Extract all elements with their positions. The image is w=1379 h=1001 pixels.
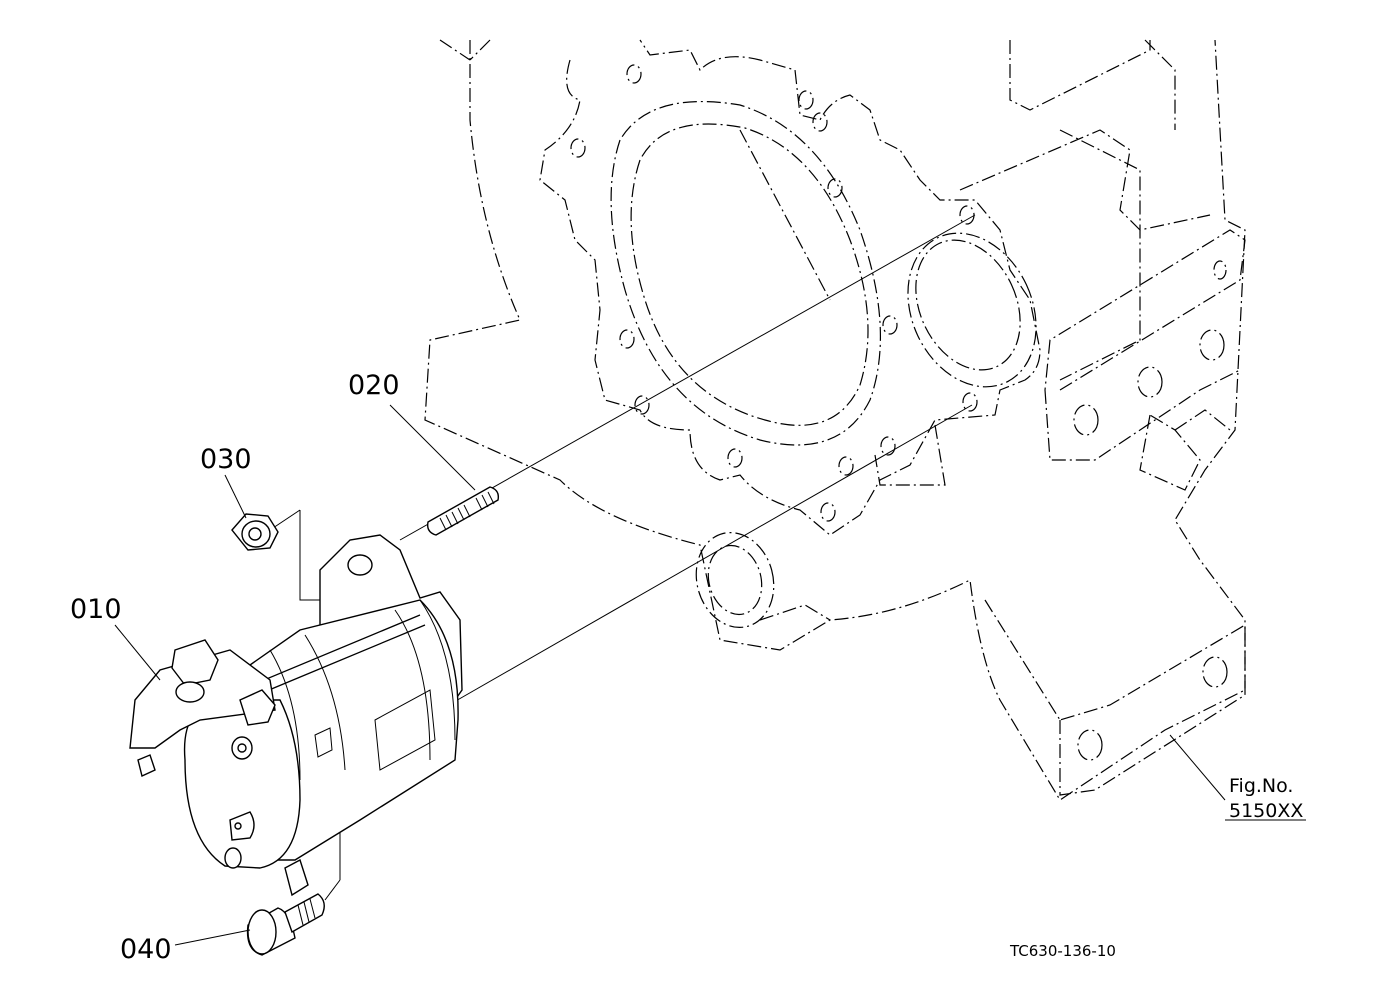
figure-title: Fig.No. bbox=[1229, 775, 1293, 797]
callout-040[interactable]: 040 bbox=[120, 934, 172, 965]
figure-number: 5150XX bbox=[1229, 800, 1303, 822]
starter-motor[interactable] bbox=[129, 534, 463, 897]
callout-010[interactable]: 010 bbox=[70, 594, 122, 625]
starter-bolt[interactable] bbox=[246, 893, 325, 956]
leader-lines bbox=[114, 404, 1306, 946]
drawing-code: TC630-136-10 bbox=[1009, 942, 1116, 960]
flange-nut[interactable] bbox=[231, 513, 279, 551]
callout-020[interactable]: 020 bbox=[348, 370, 400, 401]
flywheel-housing bbox=[424, 39, 1246, 801]
callout-030[interactable]: 030 bbox=[200, 444, 252, 475]
stud-bolt[interactable] bbox=[426, 486, 500, 536]
